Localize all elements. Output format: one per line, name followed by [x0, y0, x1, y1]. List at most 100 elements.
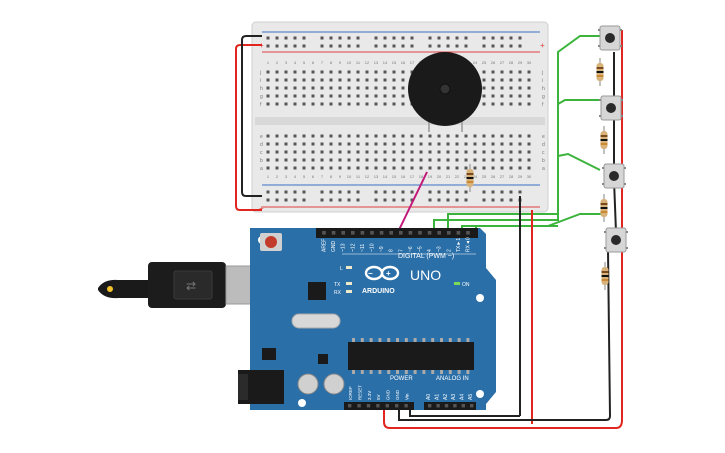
header-pin[interactable]	[331, 231, 336, 235]
wire-red-right[interactable]	[383, 30, 623, 429]
header-pin[interactable]	[399, 231, 403, 235]
analog-pin-label: A5	[468, 394, 474, 400]
reset-button[interactable]	[265, 236, 277, 248]
terminal-hole	[401, 166, 405, 170]
terminal-hole	[374, 70, 378, 74]
rail-hole	[509, 190, 513, 194]
rail-hole	[392, 198, 396, 202]
column-number: 7	[321, 174, 324, 179]
rail-hole	[392, 190, 396, 194]
header-pin[interactable]	[444, 404, 449, 408]
header-pin[interactable]	[366, 404, 371, 408]
column-number: 2	[276, 174, 279, 179]
header-pin[interactable]	[428, 404, 432, 408]
wire-green-3[interactable]	[447, 152, 601, 232]
wire-black-left[interactable]	[241, 35, 262, 197]
breadboard-resistor[interactable]	[466, 164, 474, 192]
rail-hole	[446, 198, 450, 202]
column-number: 26	[491, 174, 496, 179]
breadboard[interactable]: 1122334455667788991010111112121313141415…	[251, 21, 549, 213]
header-pin[interactable]	[322, 231, 326, 235]
header-pin[interactable]	[418, 231, 422, 235]
header-pin[interactable]	[456, 231, 461, 235]
terminal-hole	[446, 158, 450, 162]
rail-hole	[284, 44, 288, 48]
chip-pins	[352, 338, 470, 374]
wire-magenta-signal[interactable]	[397, 171, 428, 233]
wire-green-2[interactable]	[557, 99, 600, 105]
header-pin[interactable]	[453, 404, 457, 408]
column-number: 16	[401, 60, 406, 65]
wire-green-1[interactable]	[433, 35, 600, 232]
header-pin[interactable]	[408, 231, 413, 235]
header-pin[interactable]	[385, 404, 389, 408]
push-button[interactable]	[604, 227, 628, 253]
push-button[interactable]	[599, 95, 623, 121]
analog-pin-label: A1	[434, 394, 440, 400]
push-button[interactable]	[598, 25, 622, 51]
digital-header[interactable]	[316, 228, 478, 238]
terminal-hole	[419, 142, 423, 146]
terminal-hole	[464, 134, 468, 138]
header-pin[interactable]	[461, 404, 465, 408]
bottom-rail-plus-label: +	[259, 204, 264, 213]
header-pin[interactable]	[341, 231, 345, 235]
digital-pin-label: ~10	[370, 243, 376, 252]
pull-resistor[interactable]	[600, 194, 608, 222]
push-button[interactable]	[602, 163, 626, 189]
analog-label: ANALOG IN	[436, 376, 469, 382]
terminal-hole	[347, 94, 351, 98]
terminal-hole	[401, 94, 405, 98]
header-pin[interactable]	[437, 231, 441, 235]
terminal-hole	[455, 158, 459, 162]
terminal-hole	[383, 150, 387, 154]
header-pin[interactable]	[447, 231, 451, 235]
rail-hole	[455, 44, 459, 48]
terminal-hole	[356, 150, 360, 154]
usb-cable[interactable]: ⇄	[98, 262, 257, 308]
push-buttons[interactable]	[596, 25, 629, 290]
pull-resistor[interactable]	[596, 58, 604, 86]
rail-hole	[518, 44, 522, 48]
header-pin[interactable]	[360, 231, 365, 235]
pull-resistor[interactable]	[600, 126, 608, 154]
header-pin[interactable]	[427, 231, 432, 235]
header-pin[interactable]	[466, 231, 470, 235]
rail-hole	[482, 198, 486, 202]
header-pin[interactable]	[395, 404, 399, 408]
header-pin[interactable]	[436, 404, 440, 408]
piezo-buzzer[interactable]	[408, 52, 482, 132]
column-number: 21	[446, 174, 451, 179]
pull-resistor[interactable]	[601, 262, 609, 290]
rail-hole	[518, 36, 522, 40]
wire-green-5[interactable]	[475, 225, 558, 232]
terminal-hole	[419, 134, 423, 138]
header-pin[interactable]	[370, 231, 374, 235]
header-pin[interactable]	[389, 231, 393, 235]
header-pin[interactable]	[379, 231, 384, 235]
column-number: 14	[383, 174, 388, 179]
header-pin[interactable]	[470, 404, 474, 408]
terminal-hole	[329, 78, 333, 82]
header-pin[interactable]	[348, 404, 352, 408]
terminal-hole	[311, 158, 315, 162]
column-number: 6	[312, 60, 315, 65]
terminal-hole	[500, 142, 504, 146]
header-pin[interactable]	[376, 404, 380, 408]
rail-hole	[293, 198, 297, 202]
header-pin[interactable]	[357, 404, 361, 408]
rail-hole	[464, 44, 468, 48]
header-pin[interactable]	[404, 404, 408, 408]
column-number: 11	[356, 60, 361, 65]
terminal-hole	[518, 102, 522, 106]
header-pin[interactable]	[351, 231, 355, 235]
terminal-hole	[293, 86, 297, 90]
wire-red-left[interactable]	[235, 44, 262, 211]
terminal-hole	[401, 102, 405, 106]
rail-hole	[437, 198, 441, 202]
analog-header[interactable]	[424, 402, 476, 410]
